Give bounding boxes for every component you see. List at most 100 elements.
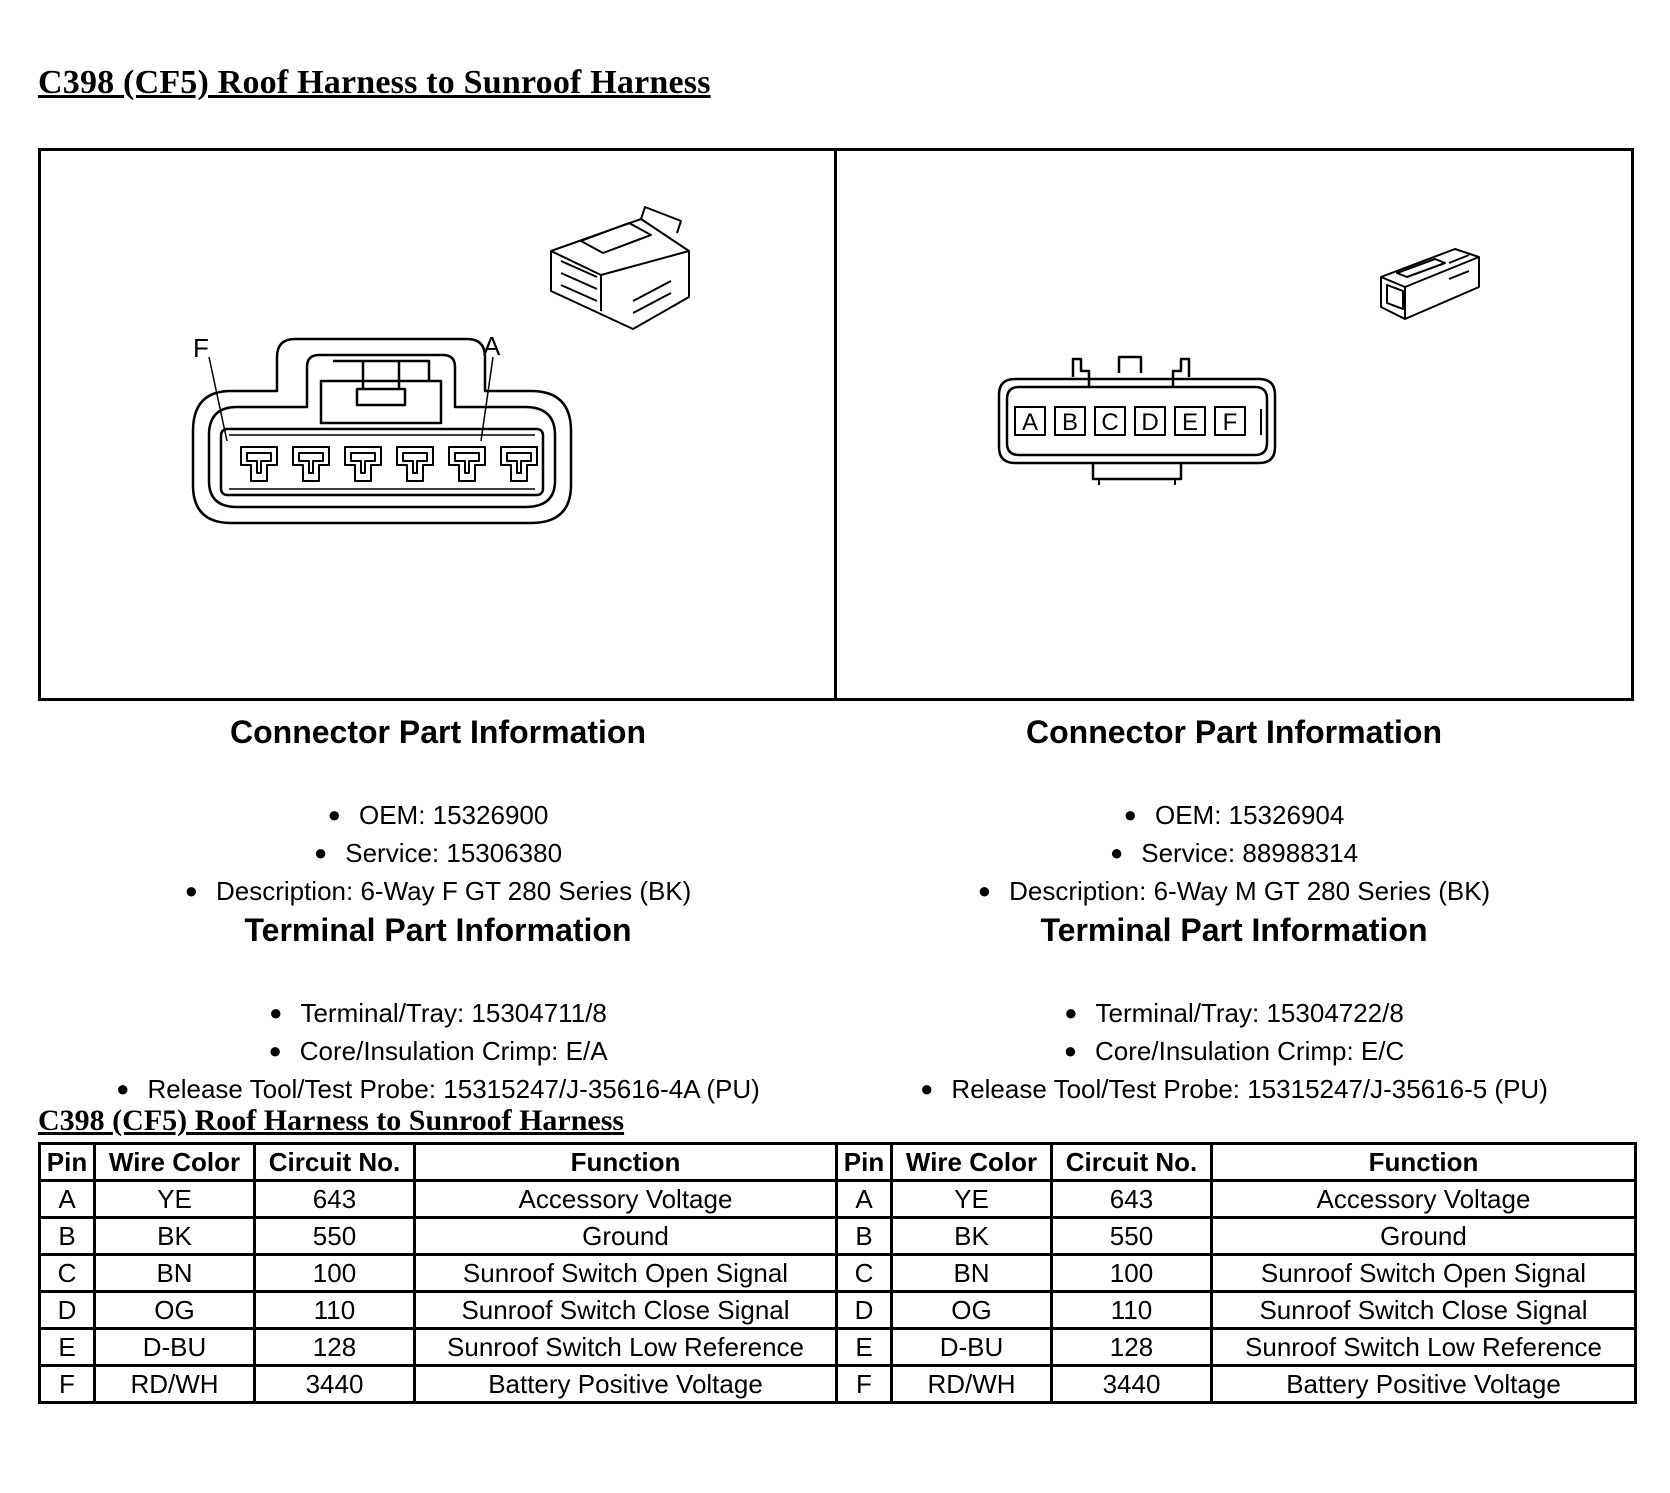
table-cell: 643 — [1050, 1179, 1213, 1219]
table-title: C398 (CF5) Roof Harness to Sunroof Harne… — [38, 1104, 625, 1137]
table-cell: BK — [890, 1216, 1053, 1256]
table-cell: D-BU — [93, 1327, 256, 1367]
male-pin-label: D — [1141, 409, 1158, 436]
list-item: ●Service: 88988314 — [1109, 838, 1359, 868]
column-header: Wire Color — [890, 1142, 1053, 1182]
terminal-cavity — [292, 446, 330, 482]
callout-f-label: F — [193, 333, 209, 363]
list-item: ●OEM: 15326900 — [327, 800, 549, 830]
left-terminal-list: ●Terminal/Tray: 15304711/8 ●Core/Insulat… — [38, 994, 838, 1108]
list-item: ●OEM: 15326904 — [1123, 800, 1345, 830]
right-connector-info: Connector Part Information ●OEM: 1532690… — [834, 712, 1634, 1108]
left-connector-info: Connector Part Information ●OEM: 1532690… — [38, 712, 838, 1108]
terminal-cavity — [396, 446, 434, 482]
list-item: ●Terminal/Tray: 15304711/8 — [269, 998, 607, 1028]
table-cell: Battery Positive Voltage — [413, 1364, 838, 1404]
table-cell: OG — [890, 1290, 1053, 1330]
list-item: ●Service: 15306380 — [313, 838, 563, 868]
right-terminal-list: ●Terminal/Tray: 15304722/8 ●Core/Insulat… — [834, 994, 1634, 1108]
table-cell: YE — [93, 1179, 256, 1219]
male-pin-box — [1174, 406, 1206, 436]
table-cell: E — [38, 1327, 96, 1367]
column-header: Circuit No. — [253, 1142, 416, 1182]
right-terminal-heading: Terminal Part Information — [1040, 912, 1428, 948]
table-cell: Battery Positive Voltage — [1210, 1364, 1637, 1404]
table-cell: C — [38, 1253, 96, 1293]
list-item: ●Description: 6-Way F GT 280 Series (BK) — [184, 876, 692, 906]
column-header: Pin — [38, 1142, 96, 1182]
callout-a-label: A — [483, 331, 501, 361]
male-pin-label: A — [1022, 409, 1038, 436]
left-connector-list: ●OEM: 15326900 ●Service: 15306380 ●Descr… — [38, 796, 838, 910]
table-cell: 100 — [1050, 1253, 1213, 1293]
left-terminal-heading: Terminal Part Information — [244, 912, 632, 948]
table-cell: 550 — [253, 1216, 416, 1256]
table-cell: YE — [890, 1179, 1053, 1219]
table-cell: A — [38, 1179, 96, 1219]
male-pin-box — [1014, 406, 1046, 436]
table-cell: 128 — [253, 1327, 416, 1367]
column-header: Circuit No. — [1050, 1142, 1213, 1182]
table-cell: F — [835, 1364, 893, 1404]
table-cell: 3440 — [1050, 1364, 1213, 1404]
female-connector-diagram: F A — [191, 206, 690, 525]
male-connector-iso-icon — [1380, 248, 1480, 320]
page-title: C398 (CF5) Roof Harness to Sunroof Harne… — [38, 64, 711, 101]
male-pin-box — [1214, 406, 1246, 436]
column-header: Pin — [835, 1142, 893, 1182]
table-cell: E — [835, 1327, 893, 1367]
male-pin-label: F — [1223, 409, 1238, 436]
table-cell: Ground — [413, 1216, 838, 1256]
terminal-cavity — [240, 446, 278, 482]
table-cell: Sunroof Switch Low Reference — [1210, 1327, 1637, 1367]
table-cell: RD/WH — [93, 1364, 256, 1404]
table-cell: RD/WH — [890, 1364, 1053, 1404]
table-cell: Sunroof Switch Low Reference — [413, 1327, 838, 1367]
table-cell: D — [835, 1290, 893, 1330]
table-cell: OG — [93, 1290, 256, 1330]
table-cell: Sunroof Switch Open Signal — [1210, 1253, 1637, 1293]
female-connector-iso-icon — [550, 206, 690, 330]
male-pin-box — [1054, 406, 1086, 436]
table-cell: Ground — [1210, 1216, 1637, 1256]
list-item: ●Description: 6-Way M GT 280 Series (BK) — [977, 876, 1491, 906]
terminal-cavity — [500, 446, 538, 482]
column-header: Function — [1210, 1142, 1637, 1182]
panel-divider — [834, 151, 837, 698]
table-cell: 128 — [1050, 1327, 1213, 1367]
list-item: ●Core/Insulation Crimp: E/A — [268, 1036, 608, 1066]
table-cell: B — [835, 1216, 893, 1256]
list-item: ●Core/Insulation Crimp: E/C — [1063, 1036, 1405, 1066]
male-pin-box — [1134, 406, 1166, 436]
left-connector-heading: Connector Part Information — [229, 714, 646, 750]
list-item: ●Terminal/Tray: 15304722/8 — [1064, 998, 1404, 1028]
table-cell: Sunroof Switch Close Signal — [1210, 1290, 1637, 1330]
male-pin-label: B — [1062, 409, 1078, 436]
male-pin-label: C — [1101, 409, 1118, 436]
male-pin-label: E — [1182, 409, 1198, 436]
table-cell: D-BU — [890, 1327, 1053, 1367]
table-cell: BN — [93, 1253, 256, 1293]
table-cell: B — [38, 1216, 96, 1256]
table-cell: Sunroof Switch Close Signal — [413, 1290, 838, 1330]
table-cell: C — [835, 1253, 893, 1293]
table-cell: 3440 — [253, 1364, 416, 1404]
table-cell: F — [38, 1364, 96, 1404]
column-header: Wire Color — [93, 1142, 256, 1182]
table-cell: Accessory Voltage — [413, 1179, 838, 1219]
table-cell: Sunroof Switch Open Signal — [413, 1253, 838, 1293]
table-cell: Accessory Voltage — [1210, 1179, 1637, 1219]
list-item: ●Release Tool/Test Probe: 15315247/J-356… — [920, 1074, 1548, 1104]
male-pin-box — [1094, 406, 1126, 436]
table-cell: BK — [93, 1216, 256, 1256]
